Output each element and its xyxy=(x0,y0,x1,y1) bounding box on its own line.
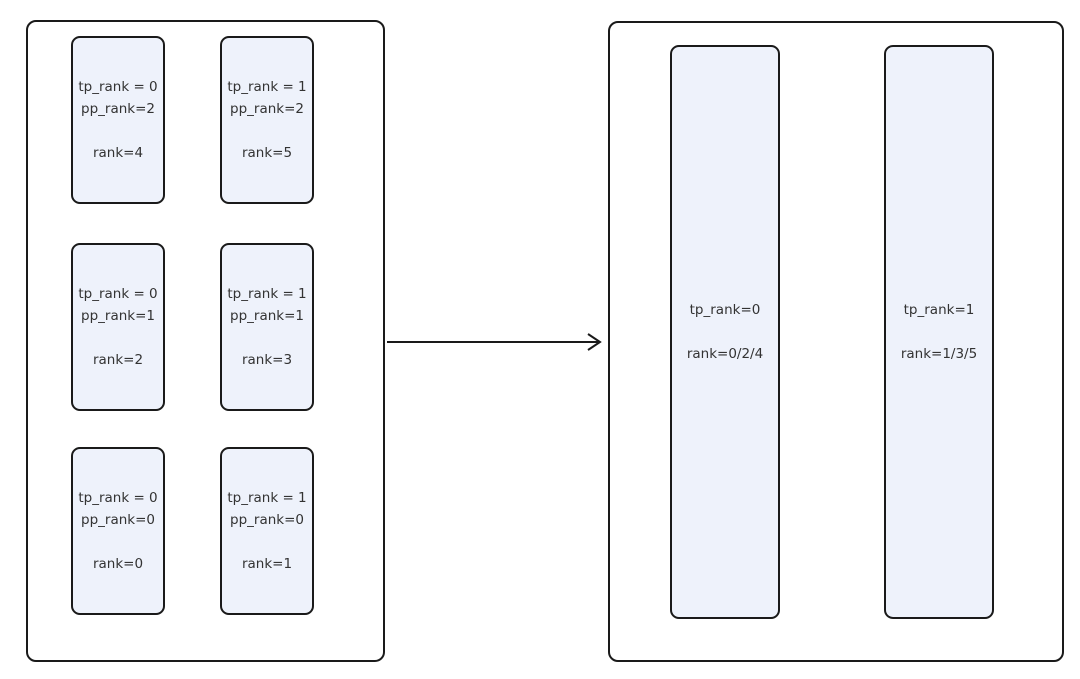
rank-label: rank=4 xyxy=(92,145,144,161)
spacer xyxy=(222,120,312,142)
tp-rank-label: tp_rank = 1 xyxy=(227,286,307,302)
spacer xyxy=(73,327,163,349)
right-arrow-icon xyxy=(387,333,602,351)
gpu-rank-box: tp_rank = 1 pp_rank=1 rank=3 xyxy=(220,243,314,411)
tp-rank-label: tp_rank = 1 xyxy=(227,490,307,506)
pp-rank-label: pp_rank=1 xyxy=(230,308,304,324)
pp-rank-label: pp_rank=0 xyxy=(230,512,304,528)
rank-label: rank=3 xyxy=(241,352,293,368)
tp-rank-label: tp_rank = 0 xyxy=(78,79,158,95)
gpu-rank-box: tp_rank = 0 pp_rank=2 rank=4 xyxy=(71,36,165,204)
tp-group-box: tp_rank=0 rank=0/2/4 xyxy=(670,45,780,619)
pp-rank-label: pp_rank=1 xyxy=(81,308,155,324)
gpu-rank-box: tp_rank = 0 pp_rank=0 rank=0 xyxy=(71,447,165,615)
gpu-rank-box: tp_rank = 0 pp_rank=1 rank=2 xyxy=(71,243,165,411)
left-group-box: tp_rank = 0 pp_rank=2 rank=4 tp_rank = 1… xyxy=(26,20,385,662)
tp-rank-label: tp_rank = 1 xyxy=(227,79,307,95)
tp-rank-label: tp_rank=0 xyxy=(689,302,761,318)
rank-label: rank=5 xyxy=(241,145,293,161)
rank-label: rank=2 xyxy=(92,352,144,368)
pp-rank-label: pp_rank=0 xyxy=(81,512,155,528)
tp-rank-label: tp_rank = 0 xyxy=(78,286,158,302)
spacer xyxy=(886,321,992,343)
gpu-rank-box: tp_rank = 1 pp_rank=0 rank=1 xyxy=(220,447,314,615)
pp-rank-label: pp_rank=2 xyxy=(81,101,155,117)
gpu-rank-box: tp_rank = 1 pp_rank=2 rank=5 xyxy=(220,36,314,204)
tp-rank-label: tp_rank = 0 xyxy=(78,490,158,506)
rank-label: rank=0 xyxy=(92,556,144,572)
tp-group-box: tp_rank=1 rank=1/3/5 xyxy=(884,45,994,619)
rank-label: rank=1/3/5 xyxy=(900,346,978,362)
rank-label: rank=1 xyxy=(241,556,293,572)
spacer xyxy=(672,321,778,343)
spacer xyxy=(73,120,163,142)
pp-rank-label: pp_rank=2 xyxy=(230,101,304,117)
spacer xyxy=(222,531,312,553)
right-group-box: tp_rank=0 rank=0/2/4 tp_rank=1 rank=1/3/… xyxy=(608,21,1064,662)
rank-label: rank=0/2/4 xyxy=(686,346,764,362)
spacer xyxy=(73,531,163,553)
tp-rank-label: tp_rank=1 xyxy=(903,302,975,318)
spacer xyxy=(222,327,312,349)
